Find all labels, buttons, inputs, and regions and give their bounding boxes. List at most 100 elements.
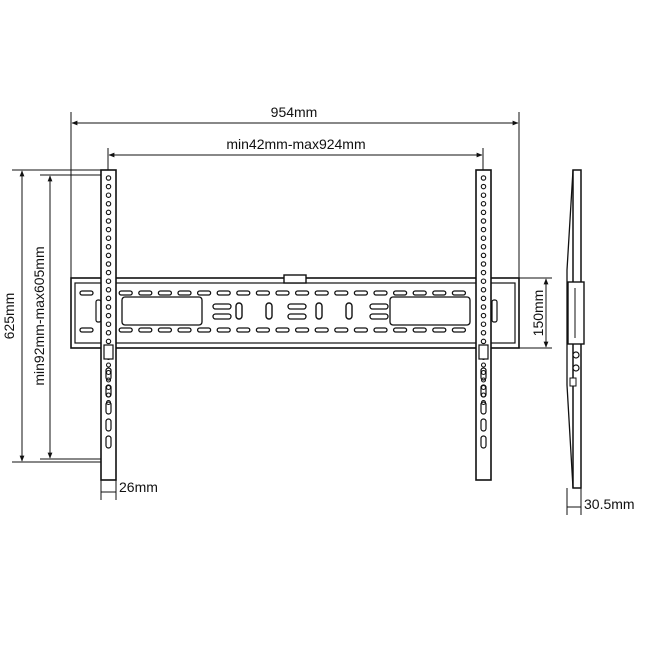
arm-hole [480,209,487,216]
vertical-range-label: min92mm-max605mm [31,246,47,385]
plate-slot [118,290,133,296]
plate-slot [314,327,329,333]
plate-slot [216,290,231,296]
arm-hole [480,321,487,327]
plate-slot [138,327,153,333]
arm-hole [105,183,112,190]
arm-hole [480,261,487,267]
arm-hole [105,192,112,198]
arm-slot [105,418,112,432]
plate-slot [432,327,447,333]
arm-hole [480,226,487,233]
plate-slot [334,327,349,333]
arm-hole [105,252,112,259]
plate-slot [314,290,329,296]
arm-hole [105,321,112,327]
plate-slot [255,327,271,333]
arm-hole [105,278,112,284]
plate-slot [334,290,349,296]
plate-slot [255,290,271,296]
plate-slot [275,327,290,333]
plate-height-label: 150mm [530,290,546,337]
arm-hole [480,338,487,345]
arm-hole [480,295,487,302]
front-view [70,169,520,481]
arm-hole [105,175,112,181]
arm-hole [480,252,487,259]
arm-slot [480,401,487,415]
overall-height-label: 625mm [1,293,17,340]
center-slot [265,302,273,320]
wall-plate [70,274,520,349]
arm-hole [480,183,487,190]
arm-hole [105,338,112,345]
arm-hole [480,278,487,284]
arm-hole [480,175,487,181]
plate-slot [196,327,212,333]
upper-slot-row [79,290,467,296]
left-arm-lower-slots [105,367,112,449]
arm-slot [105,401,112,415]
arm-hole [105,312,112,319]
plate-slot [118,327,133,333]
arm-hole [480,330,487,336]
arm-hole [105,244,112,250]
plate-slot [353,290,369,296]
plate-slot [451,327,467,333]
right-plate-window [389,296,471,326]
plate-slot [451,290,467,296]
arm-hole [480,269,487,276]
plate-slot [294,290,310,296]
plate-slot [392,290,408,296]
arm-hole [480,218,487,224]
plate-slot [294,327,310,333]
plate-slot [236,327,251,333]
plate-slot [79,327,94,333]
plate-slot [373,327,388,333]
arm-hole [105,362,112,368]
arm-hole [480,235,487,241]
left-plate-window [121,296,203,326]
arm-hole [105,287,112,293]
arm-hole [105,201,112,207]
arm-hole [105,269,112,276]
arm-hole [480,244,487,250]
plate-slot [432,290,447,296]
center-slot [345,302,353,320]
center-slot [315,302,323,320]
arm-slot [105,435,112,449]
arm-hole [105,209,112,216]
plate-slot [353,327,369,333]
depth-label: 30.5mm [584,496,635,512]
arm-spacing-label: min42mm-max924mm [226,136,365,152]
arm-hole [105,330,112,336]
arm-width-label: 26mm [119,479,158,495]
arm-hole [480,304,487,310]
arm-slot [105,384,112,398]
arm-hole [480,362,487,368]
arm-hole [105,235,112,241]
center-slot [235,302,243,320]
arm-hole [480,287,487,293]
arm-slot [480,384,487,398]
arm-hole [105,304,112,310]
plate-slot [373,290,388,296]
plate-slot [138,290,153,296]
side-view [566,169,585,489]
arm-hole [480,192,487,198]
plate-slot [79,290,94,296]
plate-slot [177,290,192,296]
right-arm-lower-slots [480,367,487,449]
arm-slot [105,367,112,381]
plate-slot [392,327,408,333]
right-arm [475,169,492,481]
left-arm [100,169,117,481]
plate-slot [157,327,173,333]
arm-hole [105,218,112,224]
plate-slot [275,290,290,296]
arm-slot [480,367,487,381]
arm-slot [480,418,487,432]
arm-slot [480,435,487,449]
